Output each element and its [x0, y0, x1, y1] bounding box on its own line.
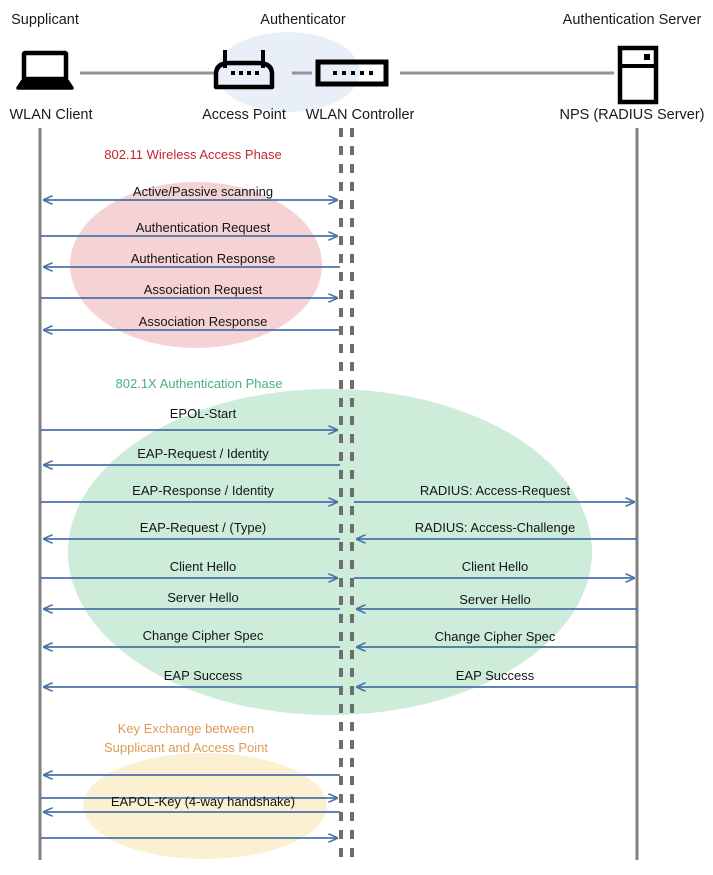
- actor-role-auth-server: Authentication Server: [562, 12, 702, 28]
- laptop-icon: [16, 50, 74, 90]
- actor-device-wlan-client: WLAN Client: [9, 107, 93, 123]
- msg-label-server-hello-right: Server Hello: [459, 592, 531, 607]
- phase-ellipse-80211: [70, 182, 322, 348]
- msg-label-eapol-start: EPOL-Start: [169, 406, 237, 421]
- msg-label-server-hello-left: Server Hello: [167, 590, 239, 605]
- msg-label-eap-response-identity: EAP-Response / Identity: [132, 483, 274, 498]
- msg-label-association-request: Association Request: [143, 282, 263, 297]
- msg-label-eap-request-identity: EAP-Request / Identity: [137, 446, 269, 461]
- phase-title-key-exchange-line1: Key Exchange between: [117, 721, 255, 736]
- phase-ellipse-key-exchange: [83, 753, 327, 859]
- msg-label-client-hello-left: Client Hello: [169, 559, 237, 574]
- phase-title-80211: 802.11 Wireless Access Phase: [104, 147, 282, 162]
- msg-label-eapol-key-4way-handshake: EAPOL-Key (4-way handshake): [110, 794, 296, 809]
- msg-label-client-hello-right: Client Hello: [461, 559, 529, 574]
- actor-device-wlan-controller: WLAN Controller: [305, 107, 415, 123]
- phase-title-8021x: 802.1X Authentication Phase: [115, 376, 283, 391]
- phase-title-key-exchange-line2: Supplicant and Access Point: [103, 740, 269, 755]
- phase-ellipse-8021x: [68, 389, 592, 715]
- msg-label-authentication-request: Authentication Request: [135, 220, 271, 235]
- wlan-controller-icon: [315, 59, 389, 87]
- actor-role-supplicant: Supplicant: [11, 12, 79, 28]
- msg-label-authentication-response: Authentication Response: [130, 251, 276, 266]
- message-arrows-left: [41, 200, 340, 838]
- server-icon: [617, 45, 659, 105]
- access-point-icon: [213, 50, 275, 90]
- msg-label-active-passive-scanning: Active/Passive scanning: [132, 184, 274, 199]
- message-arrows-right: [354, 502, 637, 687]
- actor-role-authenticator: Authenticator: [260, 12, 346, 28]
- actor-device-nps-radius-server: NPS (RADIUS Server): [559, 107, 705, 123]
- msg-label-change-cipher-spec-left: Change Cipher Spec: [142, 628, 264, 643]
- msg-label-eap-success-right: EAP Success: [455, 668, 535, 683]
- authenticator-ellipse: [216, 32, 360, 112]
- phase-shading-group: [68, 32, 592, 859]
- msg-label-association-response: Association Response: [138, 314, 268, 329]
- msg-label-radius-access-challenge: RADIUS: Access-Challenge: [414, 520, 576, 535]
- msg-label-radius-access-request: RADIUS: Access-Request: [419, 483, 571, 498]
- msg-label-change-cipher-spec-right: Change Cipher Spec: [434, 629, 556, 644]
- msg-label-eap-success-left: EAP Success: [163, 668, 243, 683]
- actor-device-access-point: Access Point: [202, 107, 286, 123]
- lifelines-group: [38, 128, 639, 860]
- msg-label-eap-request-type: EAP-Request / (Type): [139, 520, 267, 535]
